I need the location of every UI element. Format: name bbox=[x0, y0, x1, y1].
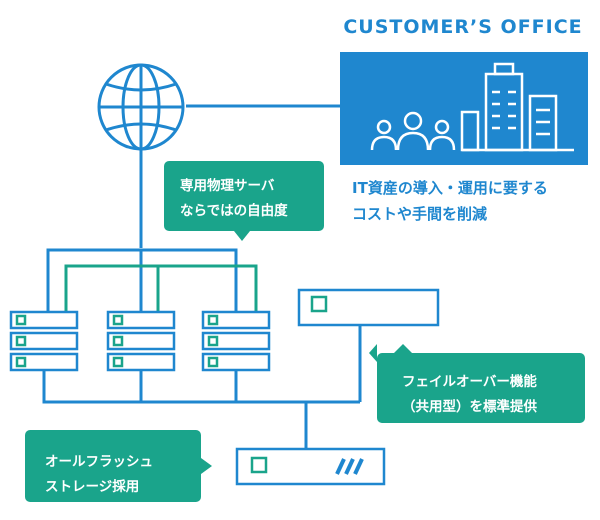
callout-dedicated-server bbox=[164, 161, 324, 241]
callout-failover bbox=[369, 344, 585, 423]
callout-line-1: オールフラッシュ bbox=[45, 454, 153, 470]
office-panel bbox=[340, 52, 588, 165]
globe-icon bbox=[97, 63, 185, 151]
failover-node-icon bbox=[297, 288, 440, 327]
server-rack-icon bbox=[9, 310, 79, 372]
callout-all-flash-text: オールフラッシュ ストレージ採用 bbox=[45, 450, 205, 500]
callout-line-2: ストレージ採用 bbox=[45, 479, 140, 495]
callout-failover-text: フェイルオーバー機能 （共用型）を標準提供 bbox=[402, 370, 587, 420]
office-title: CUSTOMER’S OFFICE bbox=[343, 16, 583, 38]
benefit-line-2: コストや手間を削減 bbox=[352, 205, 488, 223]
benefit-text: IT資産の導入・運用に要する コストや手間を削減 bbox=[352, 175, 592, 227]
callout-dedicated-server-text: 専用物理サーバ ならではの自由度 bbox=[180, 174, 320, 224]
people-icon bbox=[370, 111, 456, 151]
network-links bbox=[42, 104, 362, 452]
private-bus bbox=[64, 264, 258, 312]
callout-line-2: （共用型）を標準提供 bbox=[402, 399, 537, 415]
storage-icon bbox=[235, 447, 386, 486]
callout-line-1: 専用物理サーバ bbox=[180, 178, 275, 194]
server-rack-icon bbox=[106, 310, 176, 372]
link-bottom-bus bbox=[42, 370, 360, 404]
callout-all-flash bbox=[25, 430, 212, 502]
benefit-line-1: IT資産の導入・運用に要する bbox=[352, 179, 548, 197]
building-icon bbox=[460, 62, 574, 152]
callout-line-2: ならではの自由度 bbox=[180, 203, 288, 219]
private-network-links bbox=[64, 264, 258, 312]
server-rack-icon bbox=[201, 310, 271, 372]
callout-line-1: フェイルオーバー機能 bbox=[402, 374, 537, 390]
